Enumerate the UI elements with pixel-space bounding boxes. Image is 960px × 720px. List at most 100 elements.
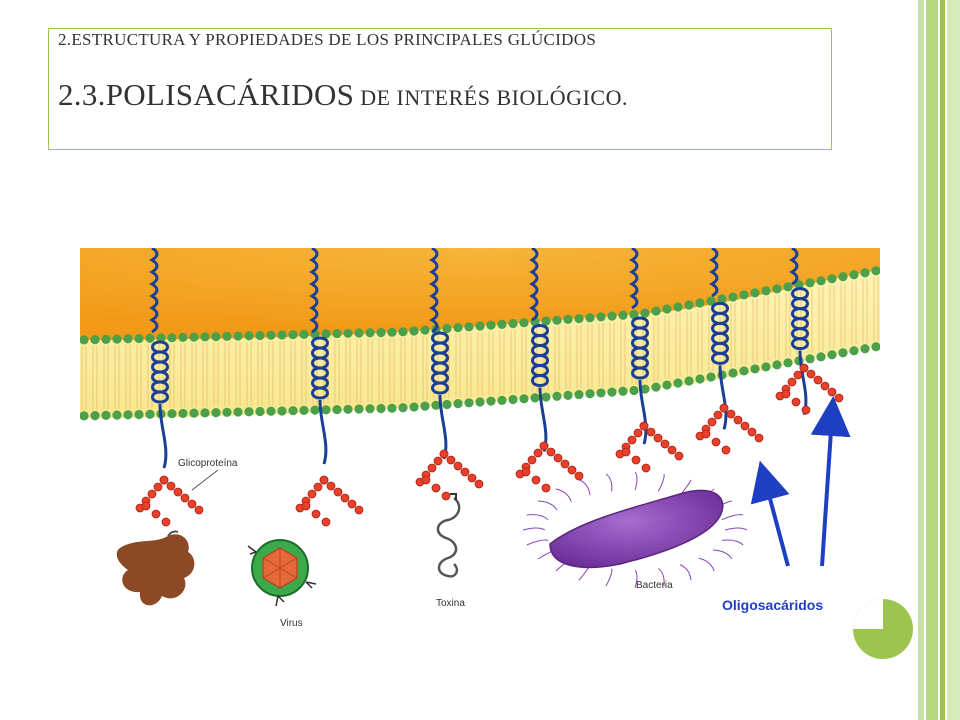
- sugar-unit: [567, 465, 577, 475]
- lipid-head: [90, 335, 100, 345]
- sugar-unit: [754, 433, 764, 443]
- sugar-unit: [721, 445, 731, 455]
- lipid-head: [739, 290, 749, 300]
- label-toxina: Toxina: [436, 598, 465, 609]
- bacterium-flagellum: [657, 568, 665, 587]
- sugar-unit: [521, 467, 531, 477]
- label-oligosacaridos: Oligosacáridos: [722, 597, 823, 613]
- lipid-head: [80, 411, 89, 421]
- lipid-head: [387, 403, 397, 413]
- protein-intracellular-tail: [158, 403, 168, 469]
- lipid-head: [365, 328, 375, 338]
- lipid-head: [343, 328, 353, 338]
- lipid-head: [189, 332, 199, 342]
- bacterium-flagellum: [634, 471, 638, 491]
- protein-helix: [631, 316, 649, 380]
- sugar-unit: [639, 421, 649, 431]
- sugar-unit: [166, 481, 176, 491]
- lipid-head: [200, 408, 210, 418]
- lipid-head: [508, 318, 518, 329]
- sugar-unit: [713, 410, 723, 420]
- lipid-head: [277, 330, 287, 340]
- lipid-head: [453, 399, 463, 409]
- lipid-head: [189, 408, 199, 418]
- transmembrane-proteins: [149, 248, 809, 469]
- lipid-head: [365, 404, 375, 414]
- lipid-head: [387, 327, 397, 337]
- lipid-head: [255, 330, 265, 341]
- lipid-head: [673, 378, 683, 388]
- lipid-head: [90, 411, 100, 421]
- bacterium-flagellum: [605, 568, 613, 587]
- sugar-unit: [147, 489, 157, 499]
- title-box: [48, 28, 832, 150]
- sugar-unit: [467, 473, 477, 483]
- protein-extracellular-loop: [429, 248, 439, 334]
- lipid-head: [739, 366, 749, 376]
- sugar-unit: [541, 483, 551, 493]
- lipid-head: [288, 406, 298, 416]
- lipid-head: [80, 335, 89, 345]
- sugar-unit: [553, 453, 563, 463]
- lipid-head: [695, 374, 705, 384]
- lipid-head: [398, 327, 408, 337]
- bacterium-flagellum: [712, 549, 733, 560]
- lipid-head: [145, 333, 155, 343]
- sugar-unit: [813, 375, 823, 385]
- lipid-head: [420, 325, 430, 335]
- lipid-head: [178, 408, 188, 419]
- lipid-head: [112, 410, 122, 420]
- label-glicoproteina: Glicoproteína: [178, 458, 238, 469]
- lipid-head: [167, 409, 177, 419]
- sugar-unit: [641, 463, 651, 473]
- lipid-head: [145, 409, 155, 419]
- lipid-head: [200, 332, 210, 342]
- sugar-unit: [539, 441, 549, 451]
- lipid-head: [519, 318, 529, 328]
- lipid-head: [684, 300, 694, 310]
- lipid-head: [552, 391, 562, 401]
- sugar-unit: [427, 463, 437, 473]
- lipid-head: [321, 405, 331, 415]
- lipid-head: [871, 342, 880, 352]
- sugar-unit: [627, 435, 637, 445]
- slide-title-rest: DE INTERÉS BIOLÓGICO.: [354, 85, 628, 110]
- sugar-unit: [311, 509, 321, 519]
- lipid-head: [860, 268, 870, 278]
- sugar-unit: [161, 517, 171, 527]
- sugar-unit: [354, 505, 364, 515]
- protein-intracellular-tail: [318, 399, 328, 465]
- protein-extracellular-loop: [309, 248, 319, 334]
- lipid-head: [288, 330, 298, 340]
- protein-helix: [151, 340, 169, 404]
- oligosaccharide-arrows: [750, 396, 851, 567]
- bacterium-flagellum: [634, 569, 638, 589]
- protein-extracellular-loop: [629, 248, 639, 310]
- slide-subtitle: 2.ESTRUCTURA Y PROPIEDADES DE LOS PRINCI…: [58, 30, 597, 49]
- sugar-unit: [726, 409, 736, 419]
- lipid-head: [838, 348, 848, 358]
- sugar-unit: [791, 397, 801, 407]
- lipid-head: [167, 333, 177, 343]
- lipid-head: [629, 309, 639, 320]
- lipid-head: [464, 398, 474, 408]
- lipid-head: [849, 270, 859, 280]
- lipid-head: [354, 328, 364, 338]
- oligosaccharide-chains: [135, 363, 844, 527]
- protein-extracellular-loop: [709, 248, 719, 298]
- sugar-unit: [806, 369, 816, 379]
- label-bacteria: Bacteria: [636, 580, 673, 591]
- sugar-unit: [319, 475, 329, 485]
- sugar-unit: [787, 377, 797, 387]
- bacterium-flagellum: [526, 514, 549, 521]
- sugar-unit: [151, 509, 161, 519]
- label-virus: Virus: [280, 618, 303, 629]
- sugar-unit: [173, 487, 183, 497]
- lipid-head: [585, 313, 595, 323]
- sugar-unit: [667, 445, 677, 455]
- protein-helix: [711, 301, 729, 365]
- sugar-unit: [740, 421, 750, 431]
- sugar-unit: [141, 501, 151, 511]
- lipid-head: [299, 405, 309, 415]
- sugar-unit: [674, 451, 684, 461]
